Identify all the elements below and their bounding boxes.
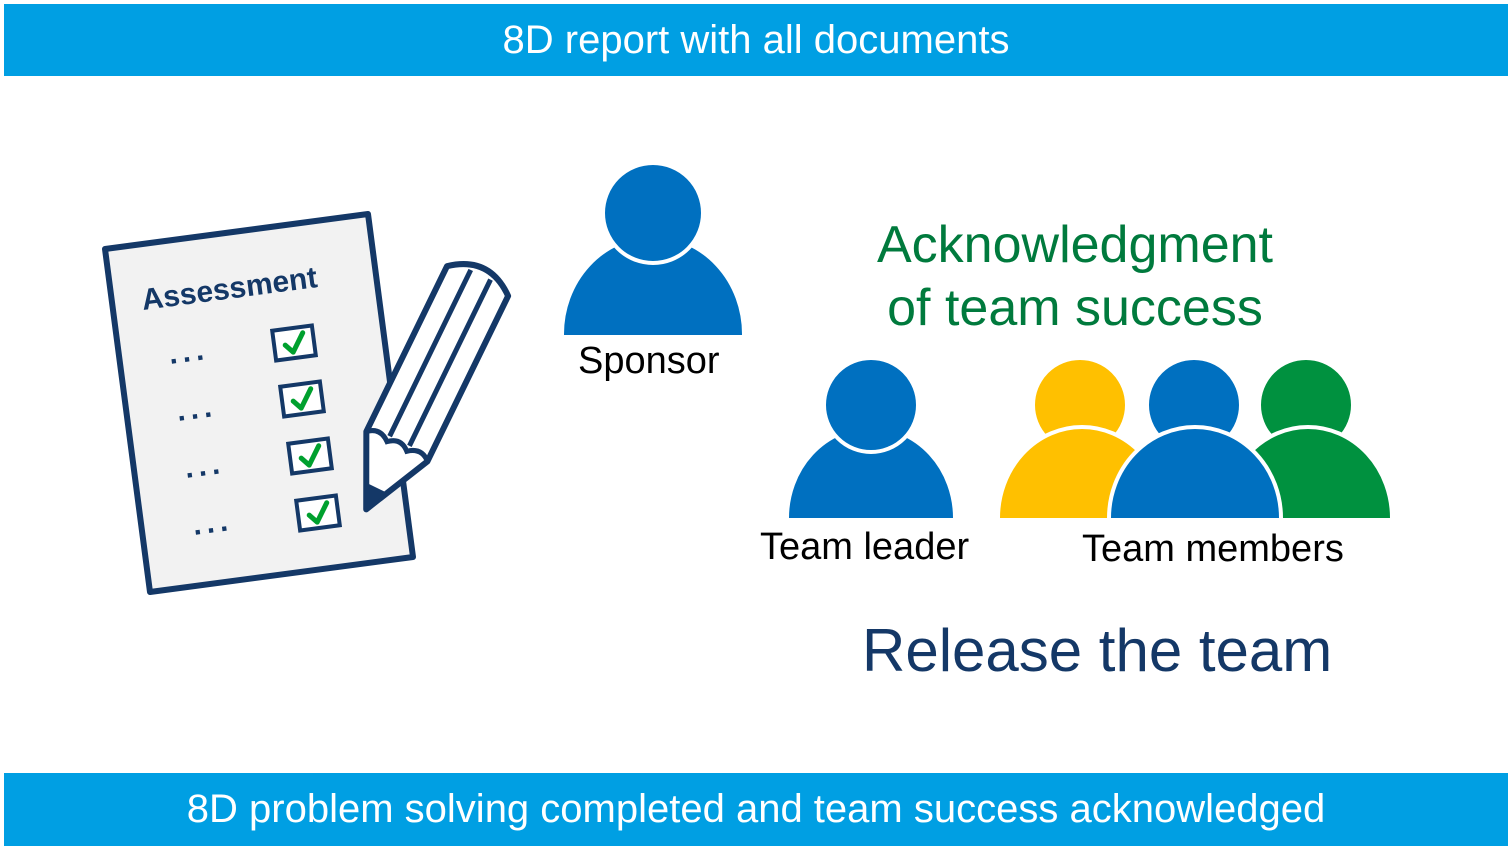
checklist-item: ... — [183, 447, 227, 485]
footer-text: 8D problem solving completed and team su… — [186, 787, 1326, 831]
team-members-label: Team members — [1082, 528, 1344, 570]
checklist-item-label: ... — [175, 390, 219, 428]
acknowledgment-title: Acknowledgment of team success — [820, 214, 1330, 340]
checklist-item-label: ... — [183, 447, 227, 485]
checklist-item-label: ... — [191, 504, 235, 542]
release-team-text: Release the team — [862, 617, 1333, 684]
checkbox-checked-icon — [277, 379, 327, 419]
header-banner: 8D report with all documents — [4, 4, 1508, 76]
header-title: 8D report with all documents — [502, 17, 1010, 62]
checklist-item: ... — [167, 333, 211, 371]
team-member-yellow-icon — [996, 356, 1168, 518]
team-leader-label: Team leader — [760, 526, 970, 568]
sponsor-label: Sponsor — [578, 340, 720, 382]
footer-banner: 8D problem solving completed and team su… — [4, 773, 1508, 846]
checkbox-checked-icon — [293, 493, 343, 533]
team-leader-person-icon — [785, 356, 957, 518]
checklist-item: ... — [191, 504, 235, 542]
checklist: ... ... ... — [167, 323, 343, 542]
checklist-item-label: ... — [167, 333, 211, 371]
acknowledgment-line-2: of team success — [887, 279, 1263, 337]
team-members-icon — [996, 356, 1394, 518]
acknowledgment-line-1: Acknowledgment — [877, 216, 1273, 274]
team-member-blue-icon — [1107, 356, 1283, 518]
checkbox-checked-icon — [285, 436, 335, 476]
assessment-document-icon: Assessment ... ... ... — [102, 211, 416, 595]
pencil-icon — [363, 261, 512, 513]
checklist-item: ... — [175, 390, 219, 428]
sponsor-person-icon — [560, 161, 746, 335]
checkbox-checked-icon — [269, 323, 319, 363]
